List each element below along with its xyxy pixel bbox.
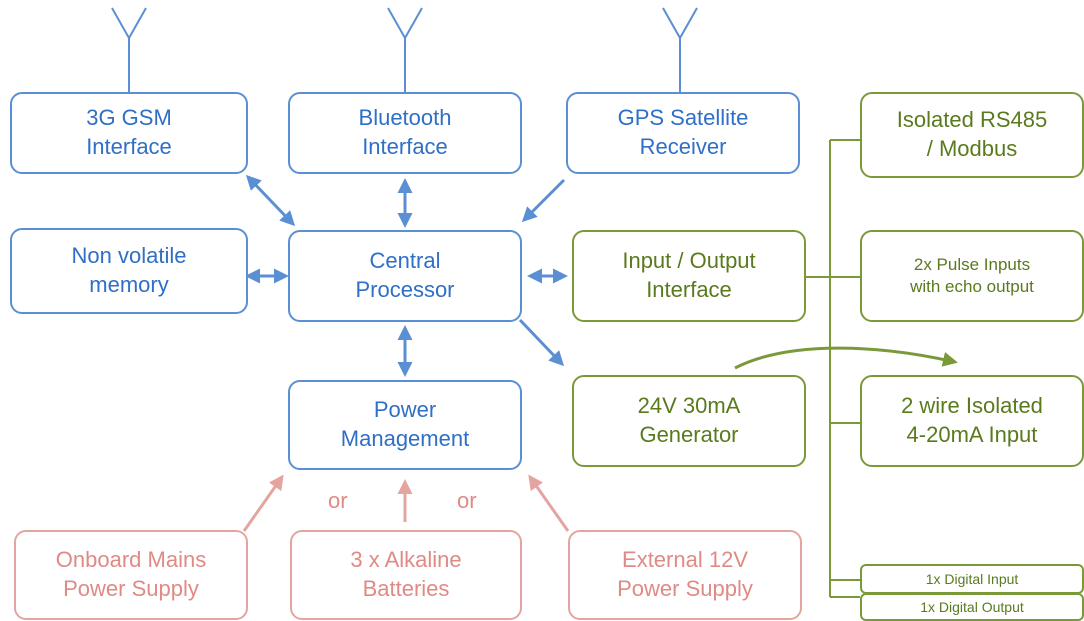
antenna-icon — [111, 7, 147, 92]
digital-output-box: 1x Digital Output — [860, 593, 1084, 621]
digital-input-box: 1x Digital Input — [860, 564, 1084, 594]
rs485-box: Isolated RS485 / Modbus — [860, 92, 1084, 178]
or-label: or — [328, 488, 348, 513]
alkaline-batteries-box: 3 x Alkaline Batteries — [290, 530, 522, 620]
arrow-gsm-cpu — [245, 174, 296, 227]
arrow-mains-power — [242, 474, 284, 532]
io-interface-box: Input / Output Interface — [572, 230, 806, 322]
arrow-generator-analog — [734, 346, 958, 370]
generator-box: 24V 30mA Generator — [572, 375, 806, 467]
or-label: or — [457, 488, 477, 513]
gps-receiver-box: GPS Satellite Receiver — [566, 92, 800, 174]
power-management-box: Power Management — [288, 380, 522, 470]
analog-input-box: 2 wire Isolated 4-20mA Input — [860, 375, 1084, 467]
bluetooth-interface-box: Bluetooth Interface — [288, 92, 522, 174]
antenna-icon — [387, 7, 423, 92]
arrow-gps-cpu — [521, 178, 566, 223]
gsm-interface-box: 3G GSM Interface — [10, 92, 248, 174]
central-processor-box: Central Processor — [288, 230, 522, 322]
external-supply-box: External 12V Power Supply — [568, 530, 802, 620]
antenna-icon — [662, 7, 698, 92]
pulse-inputs-box: 2x Pulse Inputs with echo output — [860, 230, 1084, 322]
mains-supply-box: Onboard Mains Power Supply — [14, 530, 248, 620]
arrow-ext12v-power — [528, 474, 570, 532]
arrow-cpu-generator — [518, 318, 565, 367]
memory-box: Non volatile memory — [10, 228, 248, 314]
